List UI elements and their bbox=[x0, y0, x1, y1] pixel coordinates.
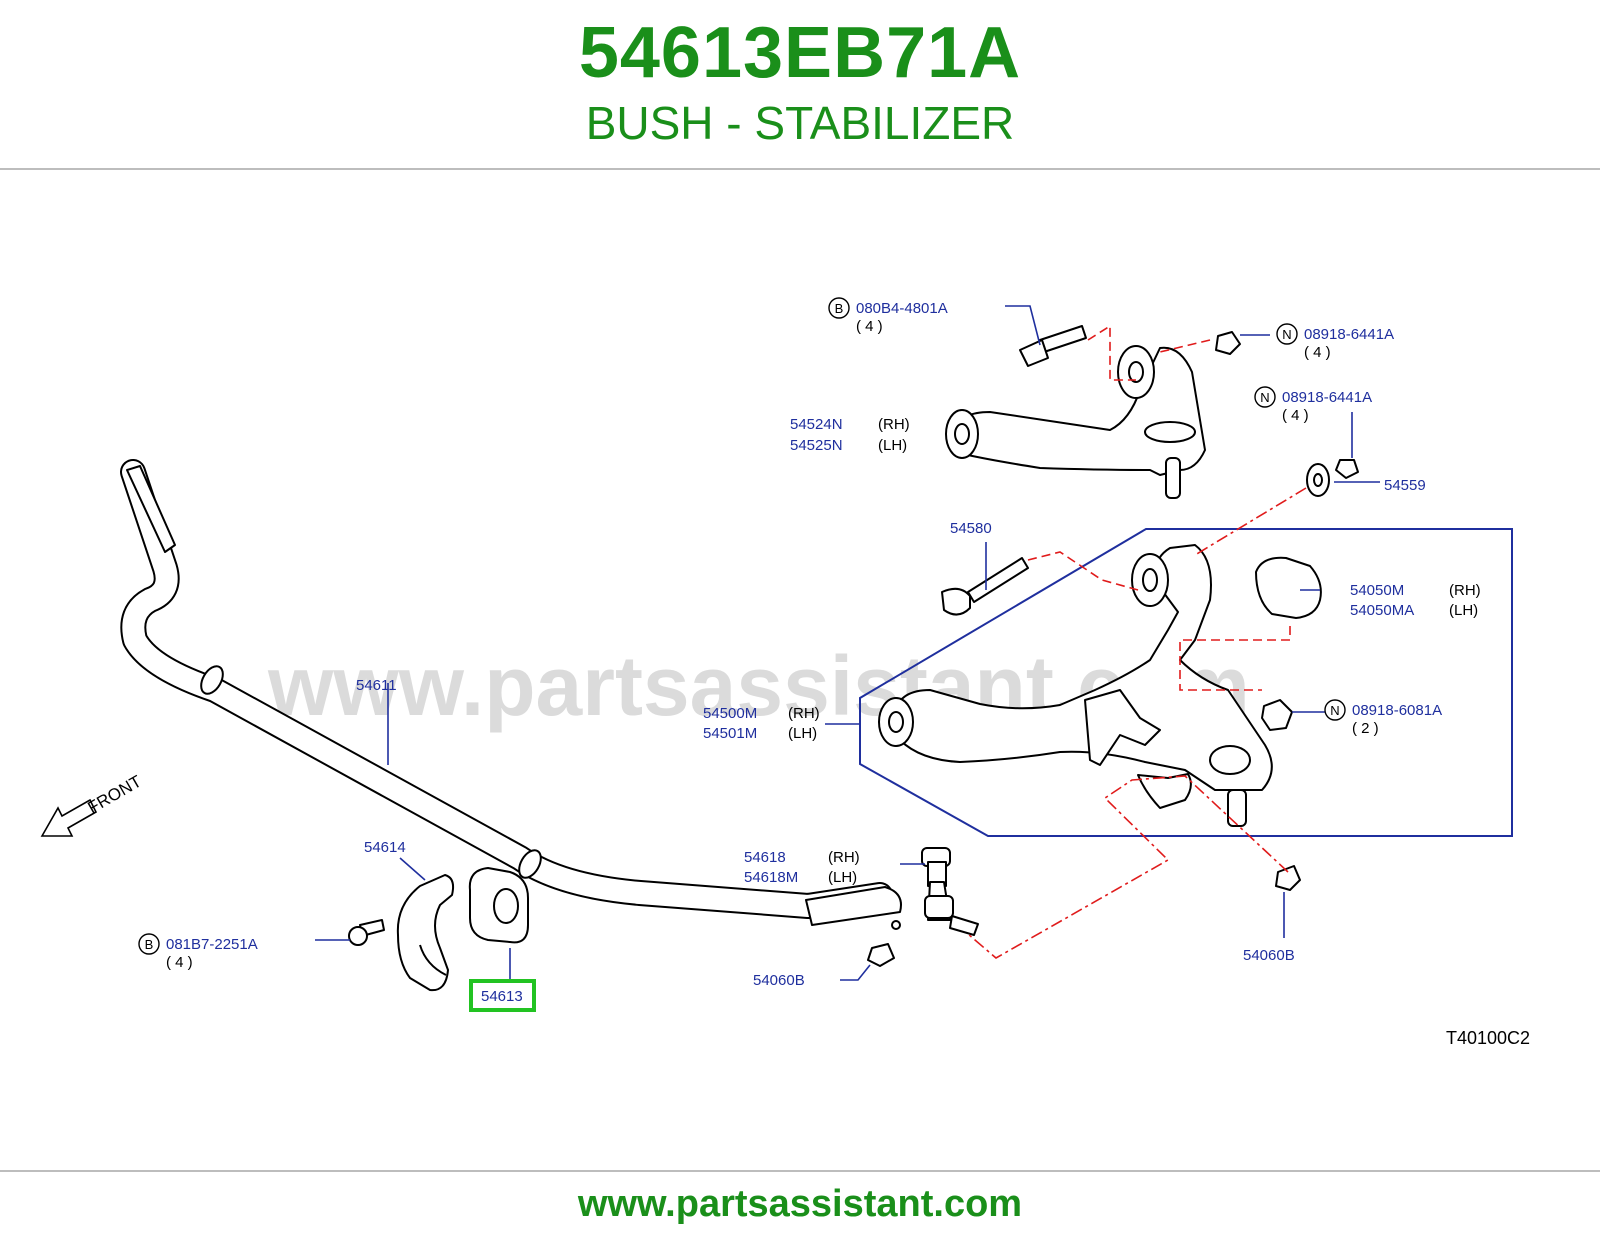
callout-080B4-4801A[interactable]: B 080B4-4801A ( 4 ) bbox=[828, 297, 948, 335]
footer-divider bbox=[0, 1170, 1600, 1172]
link-nut-lower-part bbox=[867, 943, 895, 967]
upper-link-nut-part bbox=[1215, 331, 1241, 355]
callout-part-number: 54580 bbox=[950, 520, 992, 537]
callout-54618[interactable]: 54618 (RH) bbox=[744, 849, 860, 866]
callout-54500M[interactable]: 54500M (RH) bbox=[703, 705, 820, 722]
callout-54618M[interactable]: 54618M (LH) bbox=[744, 869, 857, 886]
callout-54050MA[interactable]: 54050MA (LH) bbox=[1350, 602, 1478, 619]
callout-part-number: 080B4-4801A bbox=[856, 300, 948, 317]
callout-part-number: 54618 bbox=[744, 849, 786, 866]
assembly-lines bbox=[967, 324, 1307, 959]
callout-54613-highlighted[interactable]: 54613 bbox=[469, 979, 536, 1012]
callout-part-number: 08918-6441A bbox=[1282, 389, 1372, 406]
washer-nut-54559 bbox=[1306, 459, 1359, 497]
callout-prefix: B bbox=[145, 937, 154, 952]
callout-prefix: N bbox=[1282, 327, 1291, 342]
callout-quantity: ( 4 ) bbox=[1282, 407, 1309, 424]
callout-part-number: 54060B bbox=[1243, 947, 1295, 964]
callout-part-number: 54613 bbox=[481, 988, 523, 1005]
front-direction-indicator: FRONT bbox=[40, 772, 145, 837]
highlight-box bbox=[469, 979, 536, 1012]
leader-lines bbox=[315, 305, 1380, 981]
callout-081B7-2251A[interactable]: B 081B7-2251A ( 4 ) bbox=[138, 933, 258, 971]
callout-quantity: ( 4 ) bbox=[166, 954, 193, 971]
bolt-symbol-icon bbox=[828, 297, 850, 319]
page-header: 54613EB71A BUSH - STABILIZER bbox=[0, 0, 1600, 170]
callout-54525N[interactable]: 54525N (LH) bbox=[790, 437, 907, 454]
callout-part-number: 54501M bbox=[703, 725, 757, 742]
part-number-title: 54613EB71A bbox=[578, 13, 1022, 93]
lower-link-group-box bbox=[859, 528, 1513, 837]
callout-part-number: 54559 bbox=[1384, 477, 1426, 494]
front-label: FRONT bbox=[85, 772, 145, 818]
bolt-symbol-icon bbox=[138, 933, 160, 955]
callout-08918-6441A-lower[interactable]: N 08918-6441A ( 4 ) bbox=[1254, 386, 1372, 424]
lower-link-nut-part bbox=[1261, 699, 1293, 731]
callout-side: (RH) bbox=[828, 849, 860, 866]
callout-part-number: 54611 bbox=[356, 677, 397, 694]
callout-side: (RH) bbox=[1449, 582, 1481, 599]
nut-symbol-icon bbox=[1324, 699, 1346, 721]
adjusting-bolt-54580 bbox=[941, 557, 1029, 616]
callout-08918-6081A[interactable]: N 08918-6081A ( 2 ) bbox=[1324, 699, 1442, 737]
callout-54060B-left[interactable]: 54060B bbox=[753, 972, 805, 989]
callout-part-number: 54050MA bbox=[1350, 602, 1414, 619]
stabilizer-bush-part bbox=[468, 867, 529, 944]
diagram-code: T40100C2 bbox=[1446, 1028, 1530, 1048]
bush-bracket-part bbox=[396, 874, 455, 992]
callout-part-number: 08918-6081A bbox=[1352, 702, 1442, 719]
lower-link-part bbox=[878, 544, 1273, 827]
callout-54559[interactable]: 54559 bbox=[1384, 477, 1426, 494]
callout-side: (LH) bbox=[788, 725, 817, 742]
callout-part-number: 54525N bbox=[790, 437, 843, 454]
callout-prefix: B bbox=[835, 301, 844, 316]
link-nut-upper-part bbox=[1275, 865, 1301, 891]
front-arrow-icon bbox=[40, 798, 98, 837]
callout-side: (RH) bbox=[878, 416, 910, 433]
callout-prefix: N bbox=[1330, 703, 1339, 718]
callout-quantity: ( 2 ) bbox=[1352, 720, 1379, 737]
callout-part-number: 54050M bbox=[1350, 582, 1404, 599]
callout-part-number: 081B7-2251A bbox=[166, 936, 258, 953]
callout-quantity: ( 4 ) bbox=[856, 318, 883, 335]
callout-part-number: 54618M bbox=[744, 869, 798, 886]
callout-54050M[interactable]: 54050M (RH) bbox=[1350, 582, 1481, 599]
stabilizer-link-part bbox=[921, 847, 979, 936]
callout-54524N[interactable]: 54524N (RH) bbox=[790, 416, 910, 433]
callout-54580[interactable]: 54580 bbox=[950, 520, 992, 537]
bracket-bolt-part bbox=[348, 919, 385, 946]
nut-symbol-icon bbox=[1254, 386, 1276, 408]
callout-side: (LH) bbox=[828, 869, 857, 886]
callout-part-number: 08918-6441A bbox=[1304, 326, 1394, 343]
footer-url-link[interactable]: www.partsassistant.com bbox=[577, 1183, 1023, 1225]
callout-side: (LH) bbox=[1449, 602, 1478, 619]
callout-prefix: N bbox=[1260, 390, 1269, 405]
callout-part-number: 54500M bbox=[703, 705, 757, 722]
upper-link-part bbox=[945, 345, 1206, 499]
callout-54501M[interactable]: 54501M (LH) bbox=[703, 725, 817, 742]
callout-side: (RH) bbox=[788, 705, 820, 722]
nut-symbol-icon bbox=[1276, 323, 1298, 345]
header-divider bbox=[0, 168, 1600, 170]
rubber-cap-54050M bbox=[1255, 556, 1322, 619]
part-name-subtitle: BUSH - STABILIZER bbox=[585, 97, 1015, 149]
callout-54611[interactable]: 54611 bbox=[356, 677, 397, 694]
callout-54614[interactable]: 54614 bbox=[364, 839, 406, 856]
callout-54060B-right[interactable]: 54060B bbox=[1243, 947, 1295, 964]
callout-08918-6441A-upper[interactable]: N 08918-6441A ( 4 ) bbox=[1276, 323, 1394, 361]
stabilizer-bar bbox=[120, 459, 902, 930]
callout-side: (LH) bbox=[878, 437, 907, 454]
upper-link-bolt-part bbox=[1019, 325, 1087, 367]
callout-quantity: ( 4 ) bbox=[1304, 344, 1331, 361]
callout-part-number: 54524N bbox=[790, 416, 843, 433]
callout-part-number: 54060B bbox=[753, 972, 805, 989]
callout-part-number: 54614 bbox=[364, 839, 406, 856]
